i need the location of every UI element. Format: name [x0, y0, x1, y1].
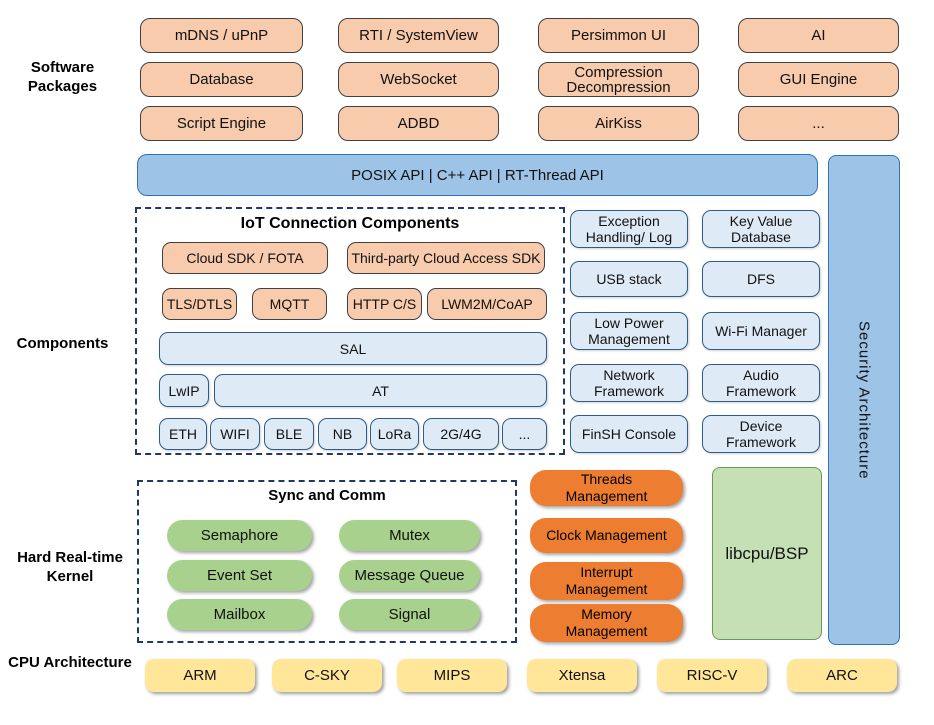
- box-cloud-sdk-fota: Cloud SDK / FOTA: [162, 242, 328, 274]
- box-mqtt: MQTT: [252, 288, 327, 320]
- box-arc: ARC: [787, 659, 897, 692]
- box-semaphore: Semaphore: [167, 520, 312, 551]
- box-mutex: Mutex: [339, 520, 480, 551]
- box-websocket: WebSocket: [338, 62, 499, 97]
- box-network-framework: Network Framework: [570, 364, 688, 402]
- section-label-components: Components: [16, 335, 109, 352]
- security-architecture-bar: Security Architecture: [828, 155, 900, 645]
- box-links-more: ...: [502, 418, 547, 450]
- box-arm: ARM: [145, 659, 255, 692]
- box-lora: LoRa: [370, 418, 419, 450]
- box-eth: ETH: [159, 418, 207, 450]
- box-ai: AI: [738, 18, 899, 53]
- box-lwm2m-coap: LWM2M/CoAP: [427, 288, 547, 320]
- box-wifi: WIFI: [210, 418, 260, 450]
- box-tls-dtls: TLS/DTLS: [162, 288, 237, 320]
- sync-comm-title: Sync and Comm: [268, 487, 386, 504]
- box-clock-management: Clock Management: [530, 518, 683, 553]
- box-mdns-upnp: mDNS / uPnP: [140, 18, 303, 53]
- box-rti-systemview: RTI / SystemView: [338, 18, 499, 53]
- box-signal: Signal: [339, 599, 480, 630]
- box-nb: NB: [318, 418, 367, 450]
- box-low-power-management: Low Power Management: [570, 312, 688, 350]
- iot-connection-group: IoT Connection Components Cloud SDK / FO…: [135, 207, 565, 455]
- box-threads-management: Threads Management: [530, 470, 683, 506]
- box-c-sky: C-SKY: [272, 659, 382, 692]
- box-usb-stack: USB stack: [570, 261, 688, 297]
- box-xtensa: Xtensa: [527, 659, 637, 692]
- box-wifi-manager: Wi-Fi Manager: [702, 312, 820, 350]
- box-database: Database: [140, 62, 303, 97]
- section-label-software-packages: Software Packages: [27, 59, 98, 95]
- box-gui-engine: GUI Engine: [738, 62, 899, 97]
- section-label-cpu: CPU Architecture: [8, 654, 132, 671]
- iot-group-title: IoT Connection Components: [240, 215, 460, 232]
- box-script-engine: Script Engine: [140, 106, 303, 141]
- box-risc-v: RISC-V: [657, 659, 767, 692]
- box-third-party-cloud-sdk: Third-party Cloud Access SDK: [347, 242, 545, 274]
- box-key-value-database: Key Value Database: [702, 210, 820, 248]
- box-event-set: Event Set: [167, 560, 312, 591]
- box-compression-decompression: Compression Decompression: [538, 62, 699, 97]
- api-bar: POSIX API | C++ API | RT-Thread API: [137, 154, 818, 196]
- box-libcpu-bsp: libcpu/BSP: [712, 467, 822, 640]
- box-memory-management: Memory Management: [530, 604, 683, 642]
- box-packages-more: ...: [738, 106, 899, 141]
- box-exception-handling-log: Exception Handling/ Log: [570, 210, 688, 248]
- box-at: AT: [214, 374, 547, 407]
- box-lwip: LwIP: [159, 374, 209, 407]
- box-device-framework: Device Framework: [702, 415, 820, 453]
- box-mailbox: Mailbox: [167, 599, 312, 630]
- box-2g4g: 2G/4G: [423, 418, 499, 450]
- box-sal: SAL: [159, 332, 547, 365]
- box-http-cs: HTTP C/S: [347, 288, 422, 320]
- box-finsh-console: FinSH Console: [570, 415, 688, 453]
- box-audio-framework: Audio Framework: [702, 364, 820, 402]
- box-dfs: DFS: [702, 261, 820, 297]
- box-message-queue: Message Queue: [339, 560, 480, 591]
- box-adbd: ADBD: [338, 106, 499, 141]
- box-ble: BLE: [264, 418, 314, 450]
- box-mips: MIPS: [397, 659, 507, 692]
- box-interrupt-management: Interrupt Management: [530, 562, 683, 600]
- box-persimmon-ui: Persimmon UI: [538, 18, 699, 53]
- box-airkiss: AirKiss: [538, 106, 699, 141]
- sync-comm-group: Sync and Comm Semaphore Mutex Event Set …: [137, 480, 517, 643]
- section-label-kernel: Hard Real-time Kernel: [17, 549, 123, 585]
